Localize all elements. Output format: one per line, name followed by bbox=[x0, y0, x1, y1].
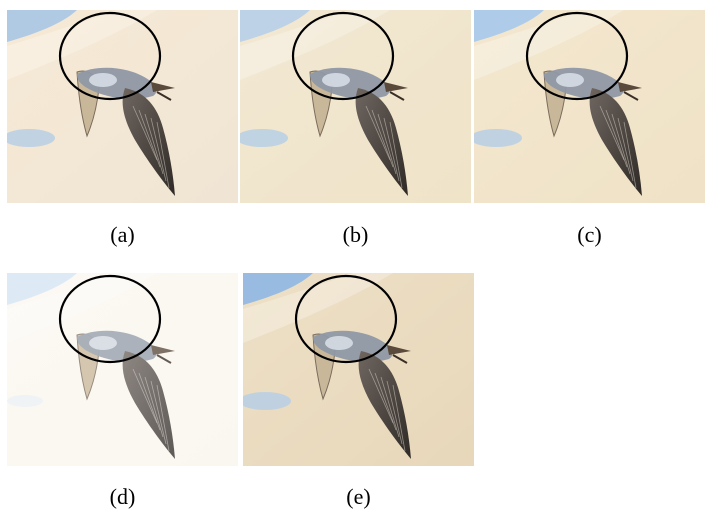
sea-area bbox=[243, 273, 313, 305]
sand-background bbox=[243, 273, 474, 466]
gull-bird bbox=[76, 330, 175, 459]
water-patch bbox=[7, 129, 55, 147]
panel-a bbox=[7, 10, 238, 203]
scene-image bbox=[243, 273, 474, 466]
scene-image bbox=[240, 10, 471, 203]
sand-background bbox=[474, 10, 705, 203]
sea-area bbox=[7, 10, 77, 42]
sea-area bbox=[240, 10, 310, 42]
sea-area bbox=[7, 273, 77, 305]
water-patch bbox=[240, 129, 288, 147]
water-patch bbox=[243, 392, 291, 410]
caption-e: (e) bbox=[346, 484, 371, 509]
gull-bird bbox=[543, 67, 642, 196]
sea-area bbox=[474, 10, 544, 42]
sand-background bbox=[240, 10, 471, 203]
panel-b bbox=[240, 10, 471, 203]
caption-d: (d) bbox=[109, 484, 136, 509]
gull-bird bbox=[76, 67, 175, 196]
sand-background bbox=[7, 273, 238, 466]
scene-image bbox=[474, 10, 705, 203]
gull-bird bbox=[312, 330, 411, 459]
caption-b: (b) bbox=[342, 222, 369, 247]
water-patch bbox=[474, 129, 522, 147]
gull-bird bbox=[309, 67, 408, 196]
caption-c: (c) bbox=[577, 222, 602, 247]
panel-d bbox=[7, 273, 238, 466]
highlight-circle bbox=[525, 11, 629, 101]
panel-e bbox=[243, 273, 474, 466]
highlight-circle bbox=[291, 11, 395, 101]
panel-c bbox=[474, 10, 705, 203]
highlight-circle bbox=[294, 274, 398, 364]
highlight-circle bbox=[58, 274, 162, 364]
highlight-circle bbox=[58, 11, 162, 101]
scene-image bbox=[7, 273, 238, 466]
scene-image bbox=[7, 10, 238, 203]
caption-a: (a) bbox=[110, 222, 135, 247]
sand-background bbox=[7, 10, 238, 203]
